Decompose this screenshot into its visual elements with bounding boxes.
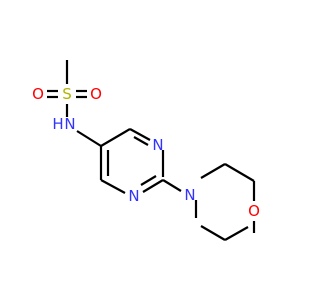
bond-morph-n-c-upper bbox=[200, 163, 226, 179]
molecule-structure: S O O N H N N N O bbox=[32, 60, 260, 241]
bond-ring-c4-n3 bbox=[129, 128, 151, 141]
bond-layer bbox=[47, 60, 256, 241]
morpholine-oxygen-label: O bbox=[248, 202, 260, 220]
bond-ring-inner-c2-n1 bbox=[140, 175, 157, 186]
bond-ring-c5-c4 bbox=[100, 128, 131, 147]
bond-ring-c2-n1 bbox=[142, 179, 164, 193]
bond-ring-morpholine bbox=[162, 179, 182, 192]
pyrimidine-nitrogen-bottom-label: N bbox=[128, 187, 139, 205]
amine-hydrogen-label: H bbox=[52, 115, 63, 133]
oxygen-atom-label-left: O bbox=[32, 85, 44, 103]
bond-nitrogen-ring bbox=[76, 130, 102, 147]
pyrimidine-nitrogen-top-label: N bbox=[152, 136, 163, 154]
sulfur-atom-label: S bbox=[62, 85, 72, 103]
bond-ring-inner-c4-n3 bbox=[133, 136, 149, 146]
bond-morph-c-c-upper bbox=[224, 163, 255, 182]
amine-nitrogen-label: N bbox=[64, 115, 75, 133]
atom-label-layer: S O O N H N N N O bbox=[32, 85, 260, 220]
morpholine-nitrogen-label: N bbox=[184, 186, 195, 204]
oxygen-atom-label-right: O bbox=[90, 85, 102, 103]
bond-morph-c-n-lower bbox=[200, 225, 226, 241]
bond-ring-n1-c6 bbox=[100, 179, 126, 194]
bond-morph-c-c-lower bbox=[224, 226, 249, 241]
